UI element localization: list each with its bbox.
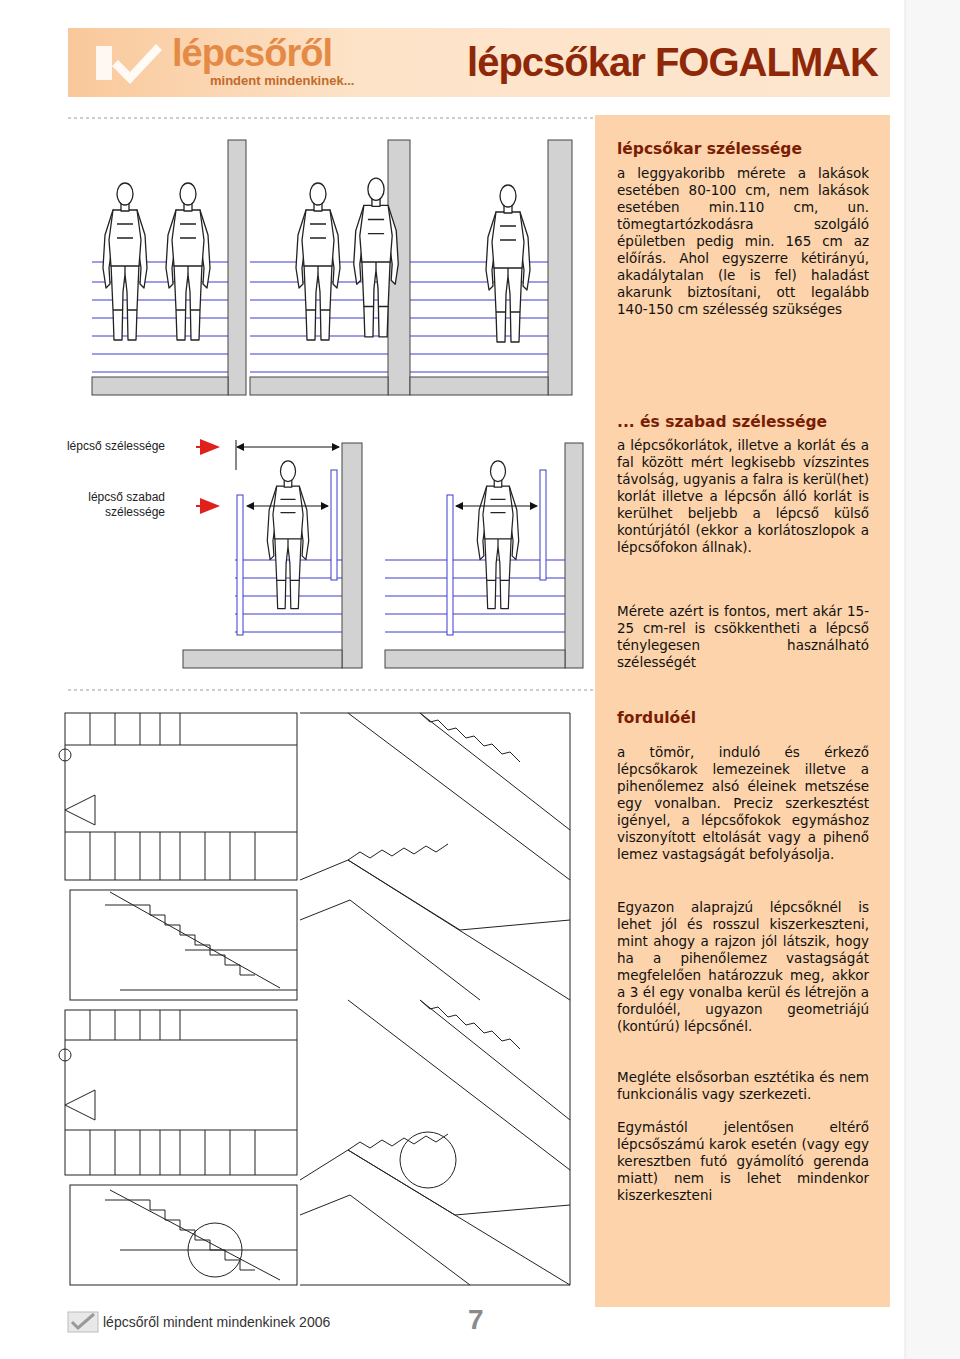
logo-subtitle: mindent mindenkinek... [210, 73, 410, 88]
body-text: a lépcsőkorlátok, illetve a korlát és a … [617, 437, 869, 556]
dimension-label: lépcső szélessége [25, 439, 165, 453]
section-heading: ... és szabad szélessége [617, 413, 869, 431]
page-title: lépcsőkar FOGALMAK [467, 40, 878, 85]
footer-text: lépcsőről mindent mindenkinek 2006 [103, 1314, 423, 1330]
logo-text: lépcsőről [172, 32, 472, 75]
body-text: Megléte elsősorban esztétika és nem funk… [617, 1069, 869, 1103]
body-text: a tömör, induló és érkező lépcsőkarok le… [617, 744, 869, 863]
body-text: Egymástól jelentősen eltérő lépcsőszámú … [617, 1119, 869, 1204]
dimension-label: lépcső szabad szélessége [85, 490, 165, 520]
text-panel: lépcsőkar szélessége a leggyakoribb méret… [595, 115, 890, 1307]
page-number: 7 [468, 1304, 498, 1336]
header-band: lépcsőrőlmindent mindenkinek... lépcsőkar… [68, 28, 890, 97]
section-heading: fordulóél [617, 709, 869, 727]
body-text: Egyazon alaprajzú lépcsőknél is lehet jó… [617, 899, 869, 1035]
body-text: a leggyakoribb mérete a lakások esetében… [617, 165, 869, 318]
body-text: Mérete azért is fontos, mert akár 15-25 … [617, 603, 869, 671]
section-heading: lépcsőkar szélessége [617, 140, 869, 158]
